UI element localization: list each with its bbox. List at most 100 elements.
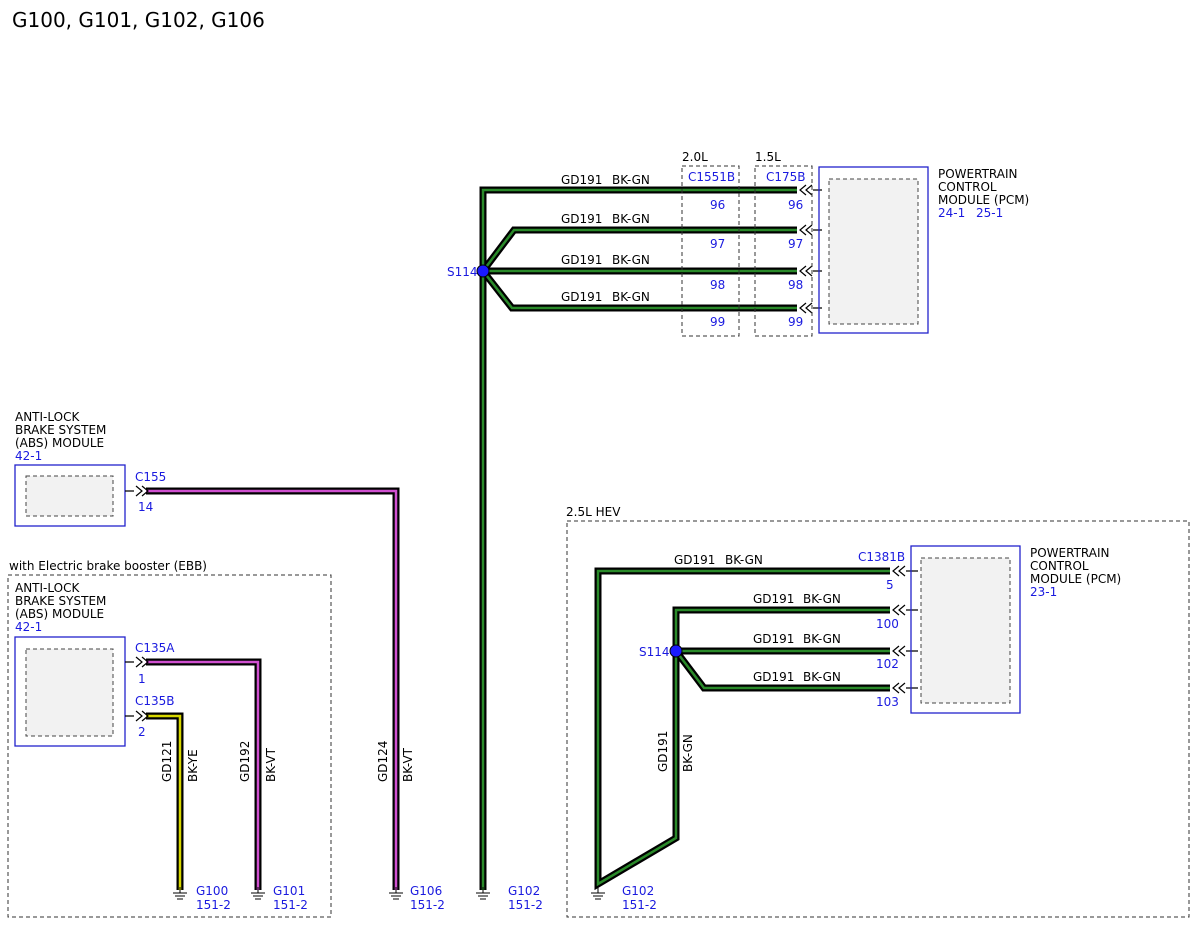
wire-color: BK-GN xyxy=(803,592,841,606)
abs-ref: 42-1 xyxy=(15,449,42,463)
pin-number: 99 xyxy=(710,315,725,329)
connector-c1551b-label: C1551B xyxy=(688,170,735,184)
ground-label: G101 xyxy=(273,884,305,898)
connector-c175b-box xyxy=(754,165,813,337)
ground-symbol-g100 xyxy=(173,887,187,900)
ground-ref: 151-2 xyxy=(410,898,445,912)
connector-c135a-label: C135A xyxy=(135,641,175,655)
pin-number: 97 xyxy=(788,237,803,251)
hev-label: 2.5L HEV xyxy=(566,505,621,519)
wire-circuit: GD191 xyxy=(674,553,715,567)
pin-number: 2 xyxy=(138,725,146,739)
pcm-hev-name: MODULE (PCM) xyxy=(1030,572,1121,586)
pcm-module-box xyxy=(818,166,929,334)
wire-circuit: GD191 xyxy=(656,731,670,772)
wire-circuit: GD191 xyxy=(561,212,602,226)
wire-color: BK-GN xyxy=(681,734,695,772)
pin-number: 5 xyxy=(886,578,894,592)
abs-ebb-module-inner xyxy=(25,648,114,737)
abs-ebb-name: ANTI-LOCK xyxy=(15,581,80,595)
pcm-ref: 25-1 xyxy=(976,206,1003,220)
splice-label: S114 xyxy=(639,645,670,659)
pcm-ref: 24-1 xyxy=(938,206,965,220)
wire-color: BK-VT xyxy=(401,747,415,782)
hev-variant-box xyxy=(566,520,1190,918)
ground-symbol-g102 xyxy=(476,887,490,900)
wire-circuit: GD124 xyxy=(376,741,390,782)
wire-circuit: GD191 xyxy=(561,253,602,267)
pcm-hev-module-inner xyxy=(920,557,1011,704)
connector-c135b-label: C135B xyxy=(135,694,175,708)
pin-arrow xyxy=(125,710,149,722)
ground-label: G102 xyxy=(508,884,540,898)
pin-number: 96 xyxy=(710,198,725,212)
variant-1-5l-label: 1.5L xyxy=(755,150,781,164)
variant-2-0l-label: 2.0L xyxy=(682,150,708,164)
ground-ref: 151-2 xyxy=(196,898,231,912)
abs-ebb-name: BRAKE SYSTEM xyxy=(15,594,106,608)
splice-label: S114 xyxy=(447,265,478,279)
wire-circuit: GD191 xyxy=(561,290,602,304)
pcm-top-pin-arrows xyxy=(799,184,822,314)
pcm-top-wires xyxy=(479,186,797,890)
wire-circuit: GD191 xyxy=(753,670,794,684)
abs-ebb-ref: 42-1 xyxy=(15,620,42,634)
pcm-hev-name: POWERTRAIN xyxy=(1030,546,1110,560)
abs-module-box xyxy=(14,464,126,527)
ground-ref: 151-2 xyxy=(273,898,308,912)
wire-color: BK-GN xyxy=(612,212,650,226)
pin-number: 102 xyxy=(876,657,899,671)
abs-module-inner xyxy=(25,475,114,517)
abs-name: ANTI-LOCK xyxy=(15,410,80,424)
wire-circuit: GD192 xyxy=(238,741,252,782)
wire-circuit: GD191 xyxy=(561,173,602,187)
pcm-hev-name: CONTROL xyxy=(1030,559,1089,573)
wire-circuit: GD191 xyxy=(753,632,794,646)
pin-number: 103 xyxy=(876,695,899,709)
pin-number: 98 xyxy=(788,278,803,292)
pin-arrow xyxy=(125,485,149,497)
page-title: G100, G101, G102, G106 xyxy=(12,8,265,32)
splice-s114-top xyxy=(476,264,490,278)
pin-number: 1 xyxy=(138,672,146,686)
ground-label: G106 xyxy=(410,884,442,898)
ebb-variant-box xyxy=(7,574,332,918)
pcm-name: MODULE (PCM) xyxy=(938,193,1029,207)
abs-ebb-name: (ABS) MODULE xyxy=(15,607,104,621)
pin-number: 96 xyxy=(788,198,803,212)
wire-color: BK-GN xyxy=(725,553,763,567)
wire-color: BK-VT xyxy=(264,747,278,782)
pin-number: 99 xyxy=(788,315,803,329)
pcm-name: POWERTRAIN xyxy=(938,167,1018,181)
hev-pin-arrows xyxy=(892,565,918,694)
pcm-name: CONTROL xyxy=(938,180,997,194)
hev-wires xyxy=(594,567,890,891)
abs-name: BRAKE SYSTEM xyxy=(15,423,106,437)
ground-ref: 151-2 xyxy=(622,898,657,912)
pin-number: 14 xyxy=(138,500,153,514)
connector-c175b-label: C175B xyxy=(766,170,806,184)
ground-symbol-g102-hev xyxy=(591,887,605,900)
abs-name: (ABS) MODULE xyxy=(15,436,104,450)
pcm-hev-ref: 23-1 xyxy=(1030,585,1057,599)
wire-color: BK-GN xyxy=(612,173,650,187)
pcm-hev-module-box xyxy=(910,545,1021,714)
connector-c1551b-box xyxy=(681,165,740,337)
wire-color: BK-YE xyxy=(186,749,200,782)
ground-label: G100 xyxy=(196,884,228,898)
connector-c155-label: C155 xyxy=(135,470,166,484)
connector-c1381b-label: C1381B xyxy=(858,550,905,564)
pin-number: 100 xyxy=(876,617,899,631)
ground-symbol-g106 xyxy=(389,887,403,900)
wire-circuit: GD121 xyxy=(160,741,174,782)
pin-number: 98 xyxy=(710,278,725,292)
abs-ebb-module-box xyxy=(14,636,126,747)
wire-color: BK-GN xyxy=(803,670,841,684)
wire-color: BK-GN xyxy=(612,253,650,267)
ground-label: G102 xyxy=(622,884,654,898)
wire-color: BK-GN xyxy=(803,632,841,646)
ground-ref: 151-2 xyxy=(508,898,543,912)
pin-arrow xyxy=(125,656,149,668)
pcm-module-inner xyxy=(828,178,919,325)
splice-s114-hev xyxy=(669,644,683,658)
